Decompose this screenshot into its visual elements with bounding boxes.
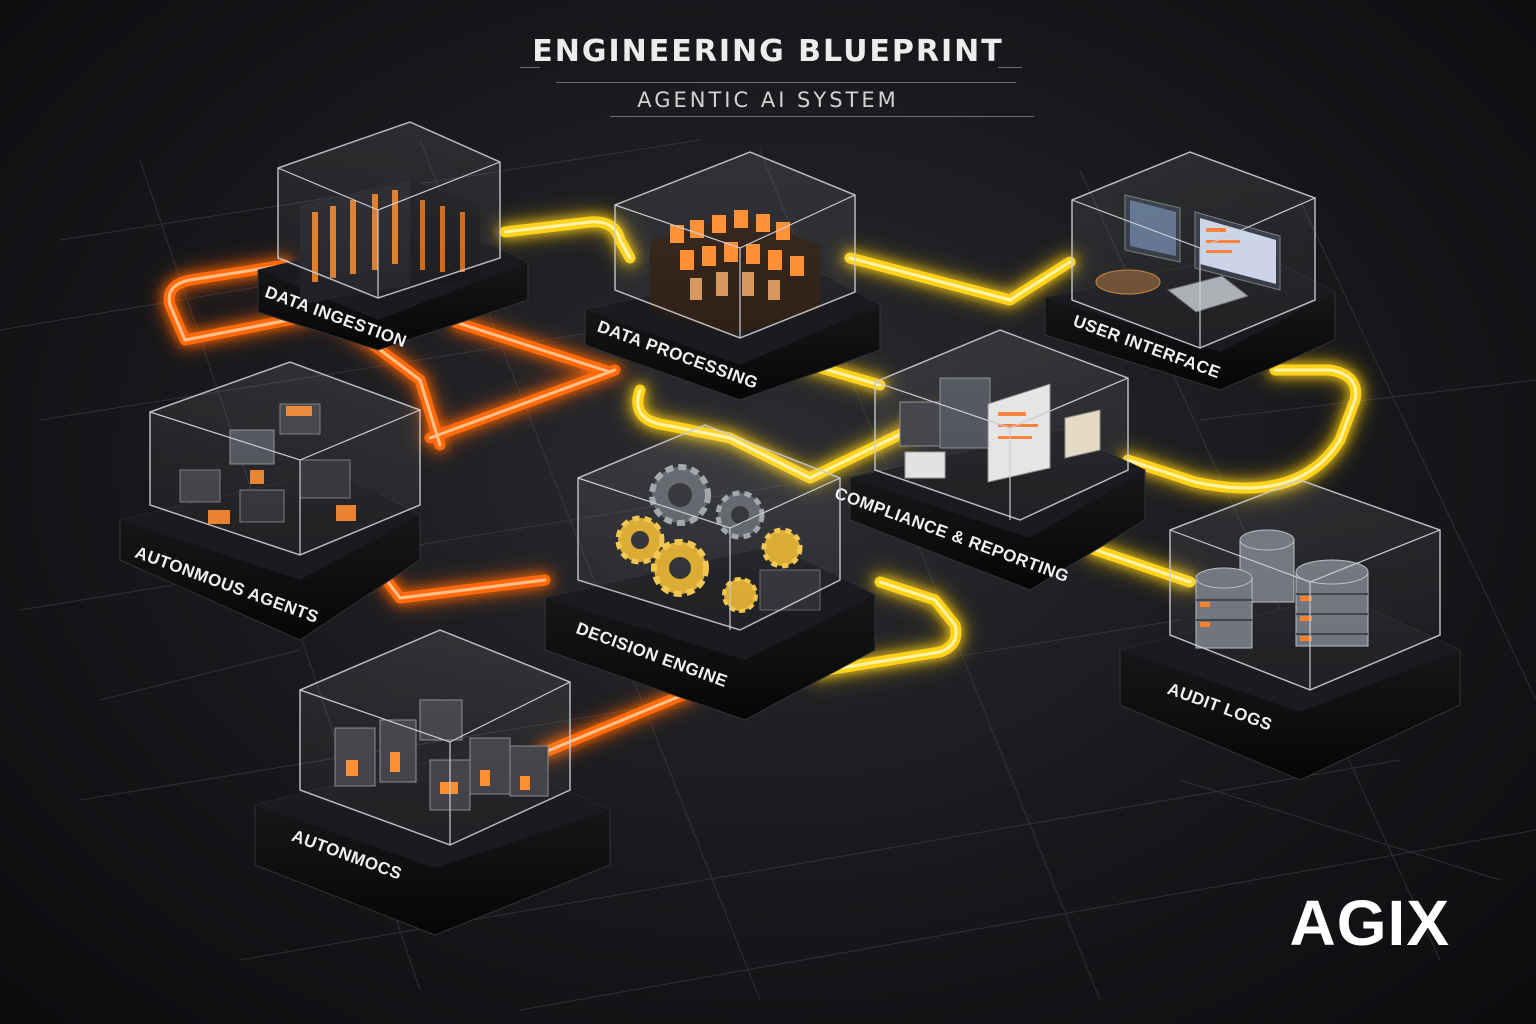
node-data-processing[interactable]: DATA PROCESSING [584, 151, 881, 401]
page-title: ENGINEERING BLUEPRINT [532, 34, 1004, 69]
node-audit-logs[interactable]: AUDIT LOGS [1119, 479, 1461, 781]
node-autonmocs[interactable]: AUTONMOCS [254, 629, 611, 936]
node-compliance-reporting[interactable]: COMPLIANCE & REPORTING [832, 329, 1146, 591]
subtitle-underline [610, 116, 1034, 117]
node-data-ingestion[interactable]: DATA INGESTION [257, 121, 529, 351]
subtitle-rule [556, 82, 1016, 83]
title-rule-left [520, 67, 540, 68]
title-rule-right [998, 67, 1022, 68]
page-subtitle: AGENTIC AI SYSTEM [637, 88, 899, 112]
node-decision-engine[interactable]: DECISION ENGINE [544, 424, 876, 721]
node-autonomous-agents[interactable]: AUTONMOUS AGENTS [119, 361, 421, 641]
brand-logo: AGIX [1289, 887, 1450, 959]
node-user-interface[interactable]: USER INTERFACE [1044, 151, 1336, 391]
